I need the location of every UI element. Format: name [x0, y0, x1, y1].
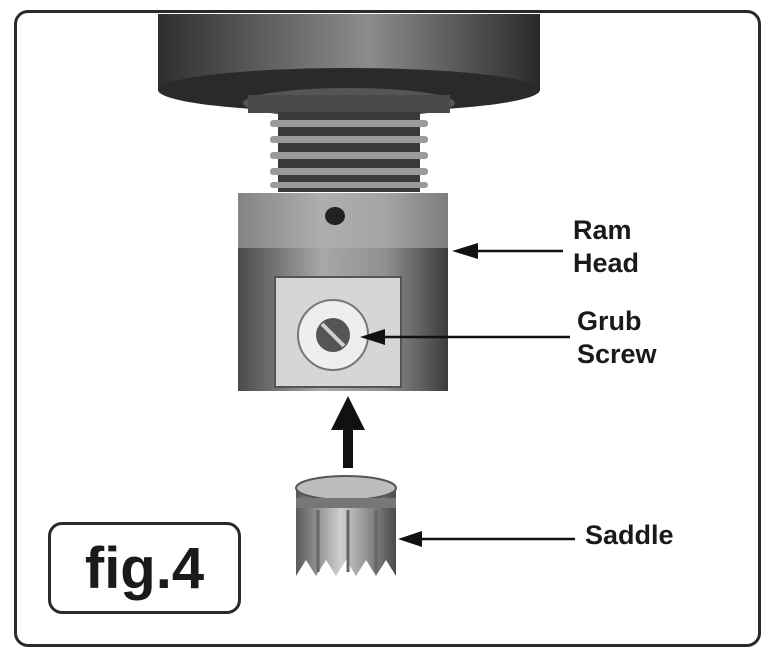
- grub-screw: [297, 299, 369, 371]
- ram-head-arrow: [452, 243, 563, 259]
- saddle-part: [295, 475, 397, 576]
- grub-screw-label: Grub Screw: [577, 306, 657, 369]
- ram-cylinder: [158, 14, 540, 118]
- ram-head-block: [238, 193, 448, 391]
- figure-label: fig.4: [84, 535, 205, 601]
- figure-label-box: fig.4: [48, 522, 241, 614]
- saddle-label: Saddle: [585, 520, 674, 550]
- grub-screw-arrow: [360, 329, 570, 345]
- saddle-arrow: [398, 531, 575, 547]
- ram-head-label: Ram Head: [573, 215, 640, 278]
- threaded-shaft: [270, 112, 428, 192]
- insert-arrow: [331, 396, 365, 468]
